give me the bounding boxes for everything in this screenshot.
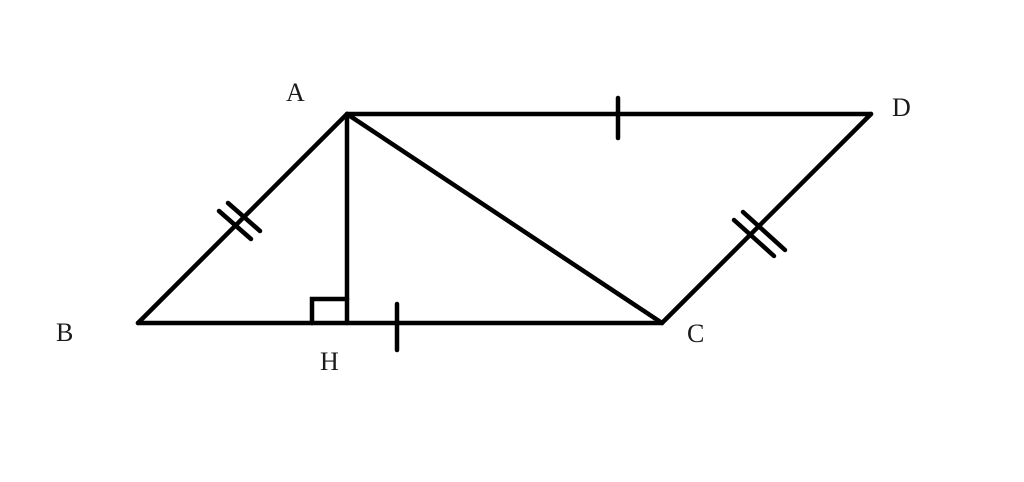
label-b: B (56, 318, 73, 347)
label-c: C (687, 319, 704, 348)
label-h: H (320, 347, 339, 376)
label-d: D (892, 93, 911, 122)
label-a: A (286, 78, 305, 107)
segment-cd (659, 111, 874, 326)
right-angle-marker (309, 296, 350, 326)
double-tick-ab-2 (225, 200, 263, 234)
diagonal-ac (344, 111, 665, 326)
double-tick-cd-2 (740, 209, 788, 253)
double-tick-cd-1 (731, 217, 777, 259)
double-tick-ab-1 (216, 208, 254, 242)
